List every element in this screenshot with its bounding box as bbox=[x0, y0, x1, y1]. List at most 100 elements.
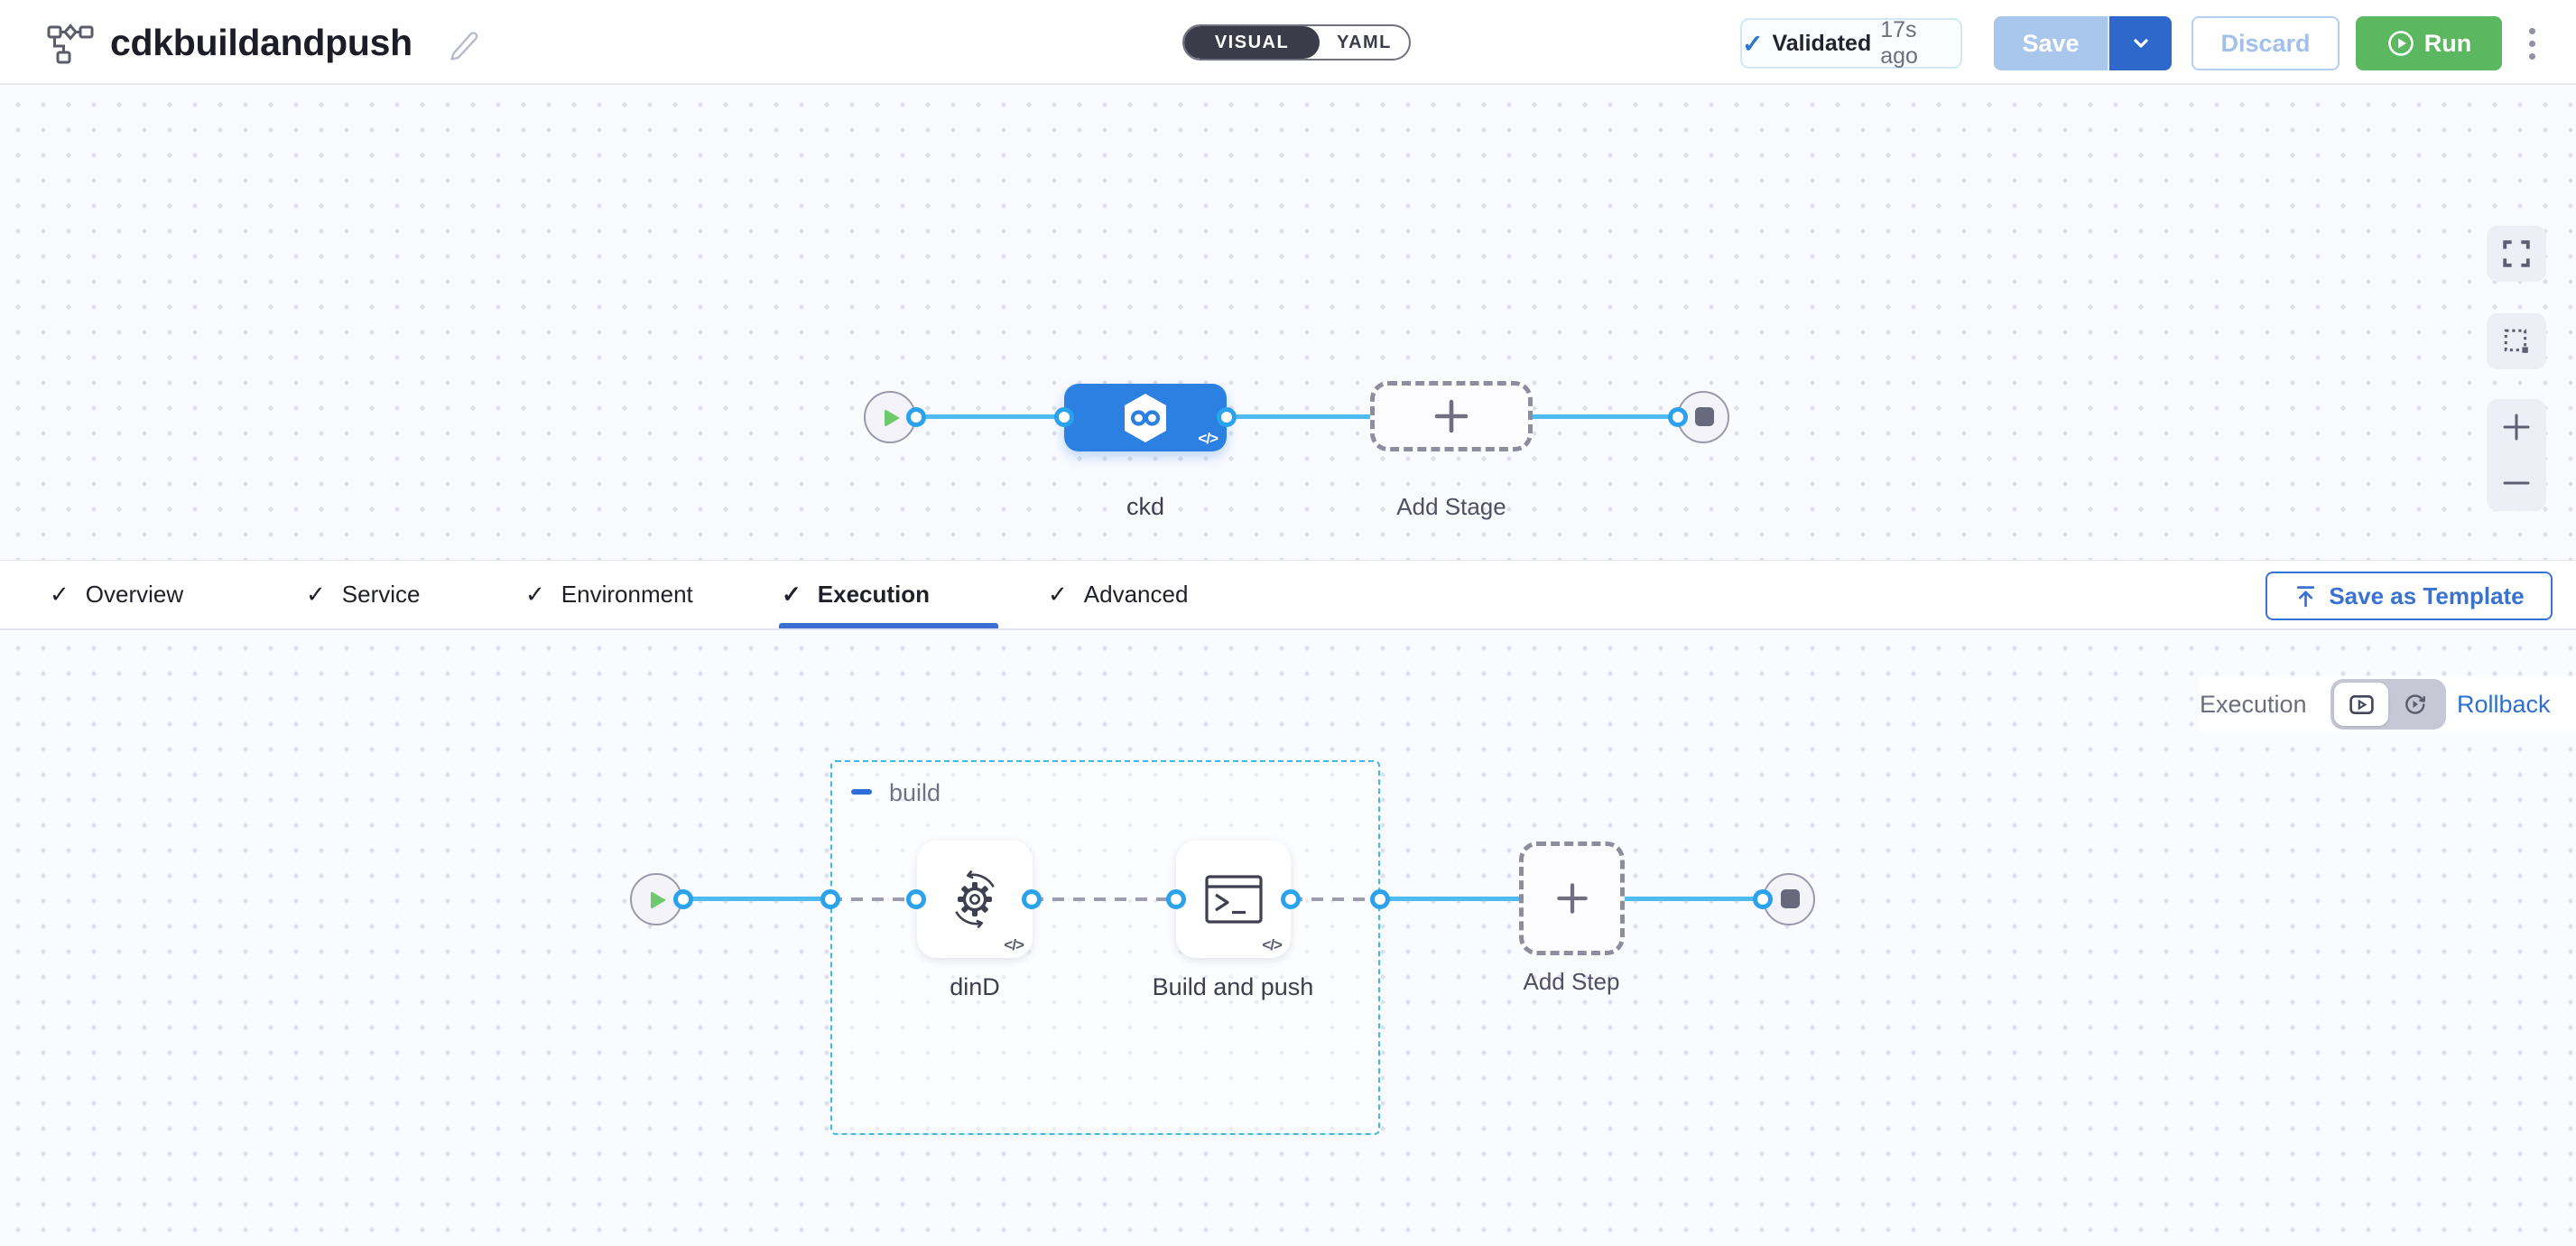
execution-mode-button[interactable] bbox=[2334, 683, 2388, 726]
connector-port[interactable] bbox=[1370, 889, 1390, 909]
step-group-label: build bbox=[889, 779, 941, 806]
connector-line bbox=[683, 897, 830, 901]
save-button[interactable]: Save bbox=[1994, 16, 2108, 70]
play-icon bbox=[651, 891, 666, 909]
connector-line bbox=[916, 414, 1064, 419]
execution-rollback-toggle bbox=[2330, 679, 2446, 730]
background-service-icon bbox=[955, 869, 995, 929]
validated-label: Validated bbox=[1772, 30, 1872, 56]
selection-mode-button[interactable] bbox=[2487, 313, 2546, 369]
tab-service[interactable]: ✓ Service bbox=[306, 561, 421, 628]
connector-port[interactable] bbox=[1166, 889, 1186, 909]
stage-node-ckd[interactable]: </> bbox=[1064, 384, 1227, 451]
tab-label: Advanced bbox=[1083, 581, 1189, 608]
ci-stage-icon bbox=[1125, 393, 1166, 442]
toggle-visual[interactable]: VISUAL bbox=[1184, 26, 1320, 59]
zoom-in-button[interactable] bbox=[2501, 412, 2532, 442]
check-icon: ✓ bbox=[1048, 581, 1068, 608]
fullscreen-icon bbox=[2503, 240, 2530, 267]
save-as-template-label: Save as Template bbox=[2329, 581, 2525, 609]
connector-port[interactable] bbox=[673, 889, 693, 909]
header-bar: cdkbuildandpush VISUAL YAML ✓ Validated … bbox=[0, 0, 2576, 85]
plus-icon bbox=[1434, 399, 1469, 433]
run-label: Run bbox=[2423, 29, 2472, 57]
step-label: dinD bbox=[950, 973, 1000, 1000]
check-icon: ✓ bbox=[306, 581, 326, 608]
save-split-button: Save bbox=[1994, 16, 2172, 70]
step-label: Build and push bbox=[1152, 973, 1314, 1000]
tab-environment[interactable]: ✓ Environment bbox=[525, 561, 693, 628]
check-icon: ✓ bbox=[1742, 29, 1764, 58]
connector-port[interactable] bbox=[1668, 407, 1688, 427]
stage-label: ckd bbox=[1126, 493, 1165, 520]
execution-mode-label: Execution bbox=[2200, 691, 2307, 718]
connector-port[interactable] bbox=[1022, 889, 1042, 909]
code-badge: </> bbox=[1004, 936, 1024, 953]
pipeline-icon bbox=[47, 23, 94, 64]
toggle-yaml[interactable]: YAML bbox=[1337, 32, 1392, 52]
connector-port[interactable] bbox=[820, 889, 840, 909]
rollback-retry-icon bbox=[2405, 694, 2425, 714]
stop-icon bbox=[1781, 889, 1800, 908]
chevron-down-icon bbox=[2133, 39, 2148, 48]
execution-end-node bbox=[1763, 873, 1815, 925]
edit-pencil-icon[interactable] bbox=[446, 26, 480, 60]
tab-label: Execution bbox=[817, 581, 931, 608]
tab-execution[interactable]: ✓ Execution bbox=[782, 561, 930, 628]
check-icon: ✓ bbox=[525, 581, 545, 608]
collapse-group-icon[interactable] bbox=[851, 789, 872, 795]
connector-line bbox=[1625, 897, 1763, 901]
fullscreen-button[interactable] bbox=[2487, 226, 2546, 282]
run-button[interactable]: Run bbox=[2356, 16, 2502, 70]
zoom-controls bbox=[2487, 399, 2546, 511]
tab-advanced[interactable]: ✓ Advanced bbox=[1048, 561, 1188, 628]
rollback-mode-button[interactable] bbox=[2388, 683, 2442, 726]
connector-line bbox=[1380, 897, 1519, 901]
execution-canvas[interactable] bbox=[0, 630, 2576, 1246]
tab-label: Environment bbox=[561, 581, 693, 608]
tab-overview[interactable]: ✓ Overview bbox=[50, 561, 183, 628]
save-as-template-button[interactable]: Save as Template bbox=[2266, 572, 2553, 620]
connector-port[interactable] bbox=[906, 407, 926, 427]
connector-port[interactable] bbox=[1217, 407, 1237, 427]
step-node-dind[interactable]: </> bbox=[917, 841, 1033, 958]
connector-port[interactable] bbox=[1281, 889, 1301, 909]
upload-icon bbox=[2297, 585, 2315, 607]
step-group-build[interactable]: build bbox=[830, 760, 1380, 1135]
stop-icon bbox=[1695, 407, 1714, 426]
discard-button[interactable]: Discard bbox=[2191, 16, 2340, 70]
rollback-link[interactable]: Rollback bbox=[2457, 691, 2551, 718]
run-play-icon bbox=[2387, 31, 2414, 56]
connector-line bbox=[1533, 414, 1678, 419]
add-stage-button[interactable] bbox=[1370, 381, 1533, 451]
dashed-connector bbox=[1291, 897, 1380, 901]
tab-label: Overview bbox=[85, 581, 184, 608]
active-tab-underline bbox=[779, 623, 998, 628]
step-node-build-and-push[interactable]: </> bbox=[1176, 841, 1291, 958]
add-step-label: Add Step bbox=[1523, 968, 1620, 995]
zoom-out-button[interactable] bbox=[2501, 468, 2532, 498]
stage-canvas[interactable] bbox=[0, 87, 2576, 560]
dashed-connector bbox=[1032, 897, 1176, 901]
play-icon bbox=[885, 409, 900, 427]
save-menu-button[interactable] bbox=[2108, 16, 2172, 70]
check-icon: ✓ bbox=[782, 581, 802, 608]
connector-line bbox=[1227, 414, 1370, 419]
validated-time: 17s ago bbox=[1880, 17, 1918, 69]
add-step-button[interactable] bbox=[1519, 842, 1625, 955]
validated-badge: ✓ Validated 17s ago bbox=[1740, 17, 1962, 69]
connector-port[interactable] bbox=[1753, 889, 1773, 909]
marquee-selection-icon bbox=[2504, 329, 2528, 353]
connector-port[interactable] bbox=[1054, 407, 1074, 427]
more-options-menu[interactable] bbox=[2511, 22, 2553, 65]
tab-label: Service bbox=[341, 581, 421, 608]
add-stage-label: Add Stage bbox=[1396, 493, 1506, 520]
stage-tabbar: ✓ Overview ✓ Service ✓ Environment ✓ Exe… bbox=[0, 560, 2576, 630]
terminal-run-icon bbox=[1204, 875, 1263, 924]
code-badge: </> bbox=[1262, 936, 1283, 953]
visual-yaml-toggle: VISUAL YAML bbox=[1182, 24, 1411, 60]
check-icon: ✓ bbox=[50, 581, 69, 608]
code-badge: </> bbox=[1198, 430, 1219, 447]
connector-port[interactable] bbox=[906, 889, 926, 909]
